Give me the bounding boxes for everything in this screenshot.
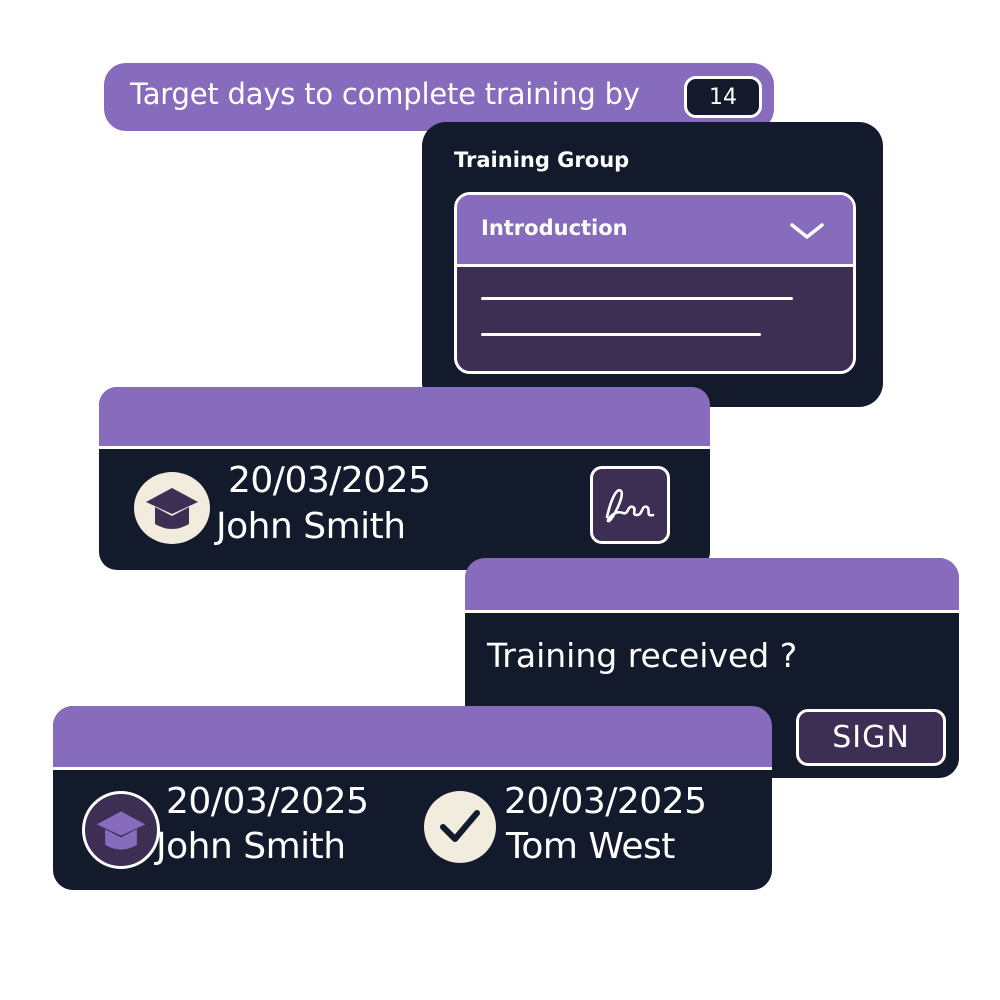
target-days-bar: Target days to complete training by 14 bbox=[104, 63, 774, 131]
dropdown-selected-option[interactable]: Introduction bbox=[457, 195, 853, 267]
training-group-title: Training Group bbox=[454, 148, 630, 172]
card-header bbox=[465, 558, 959, 613]
signature-icon[interactable] bbox=[590, 466, 670, 544]
graduation-cap-icon bbox=[134, 472, 210, 544]
checkmark-icon bbox=[424, 791, 496, 863]
training-group-dropdown[interactable]: Introduction bbox=[454, 192, 856, 374]
trainee-date: 20/03/2025 bbox=[166, 781, 369, 822]
training-completed-card: 20/03/2025 John Smith 20/03/2025 Tom Wes… bbox=[53, 706, 772, 890]
sign-button[interactable]: SIGN bbox=[796, 709, 946, 766]
dropdown-option-1[interactable] bbox=[481, 297, 793, 300]
target-days-label: Target days to complete training by bbox=[130, 77, 640, 111]
graduation-cap-icon bbox=[82, 791, 160, 869]
chevron-down-icon[interactable] bbox=[789, 221, 825, 241]
card-header bbox=[99, 387, 710, 449]
record-date: 20/03/2025 bbox=[228, 460, 431, 501]
dropdown-selected-label: Introduction bbox=[481, 216, 628, 240]
signer-date: 20/03/2025 bbox=[504, 781, 707, 822]
training-received-question: Training received ? bbox=[487, 636, 798, 675]
training-record-card: 20/03/2025 John Smith bbox=[99, 387, 710, 570]
record-name: John Smith bbox=[216, 506, 406, 547]
target-days-input[interactable]: 14 bbox=[684, 76, 762, 118]
dropdown-option-2[interactable] bbox=[481, 333, 761, 336]
card-header bbox=[53, 706, 772, 770]
training-group-panel: Training Group Introduction bbox=[422, 122, 883, 407]
signer-name: Tom West bbox=[506, 826, 675, 867]
trainee-name: John Smith bbox=[156, 826, 346, 867]
